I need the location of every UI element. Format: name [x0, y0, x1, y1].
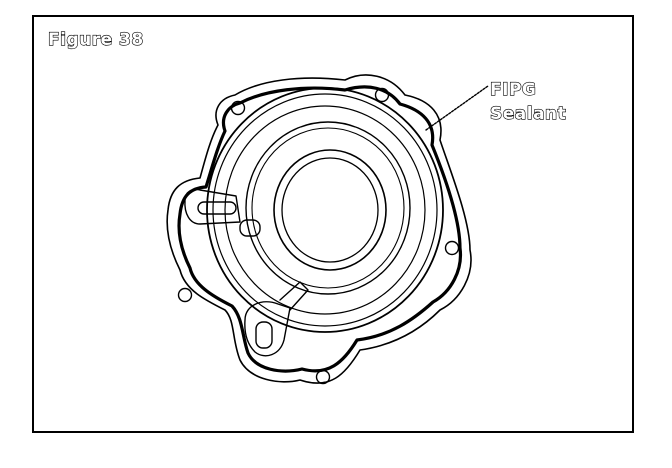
- fitting-body: [184, 188, 241, 225]
- sealant-callout: FIPG Sealant: [489, 78, 567, 126]
- figure-frame: [32, 15, 634, 433]
- bolt-hole: [230, 100, 246, 116]
- bore-outer: [273, 149, 387, 271]
- bolt-hole: [374, 87, 390, 103]
- flange-outline: [166, 74, 472, 384]
- callout-leader: [425, 85, 489, 131]
- raised-ring: [245, 121, 411, 295]
- fitting-stud: [239, 219, 261, 237]
- callout-line-2: Sealant: [489, 103, 567, 124]
- figure-title: Figure 38: [47, 29, 144, 50]
- lower-fitting-web: [279, 281, 309, 311]
- outer-ring: [206, 87, 444, 333]
- callout-line-1: FIPG: [489, 79, 537, 100]
- middle-ring: [224, 105, 426, 315]
- lower-fitting-body: [244, 301, 291, 357]
- bolt-hole: [315, 369, 331, 385]
- side-fitting: [184, 188, 261, 237]
- bolt-hole: [444, 240, 460, 256]
- lower-fitting-tube: [255, 321, 273, 349]
- lower-fitting: [244, 281, 309, 357]
- fitting-tube: [197, 201, 237, 215]
- bolt-hole: [177, 287, 193, 303]
- raised-ring-inner: [251, 127, 405, 289]
- bolt-holes: [177, 87, 460, 385]
- outer-ring-inner: [212, 93, 438, 327]
- body-rings: [206, 87, 444, 333]
- bore-inner: [281, 157, 379, 263]
